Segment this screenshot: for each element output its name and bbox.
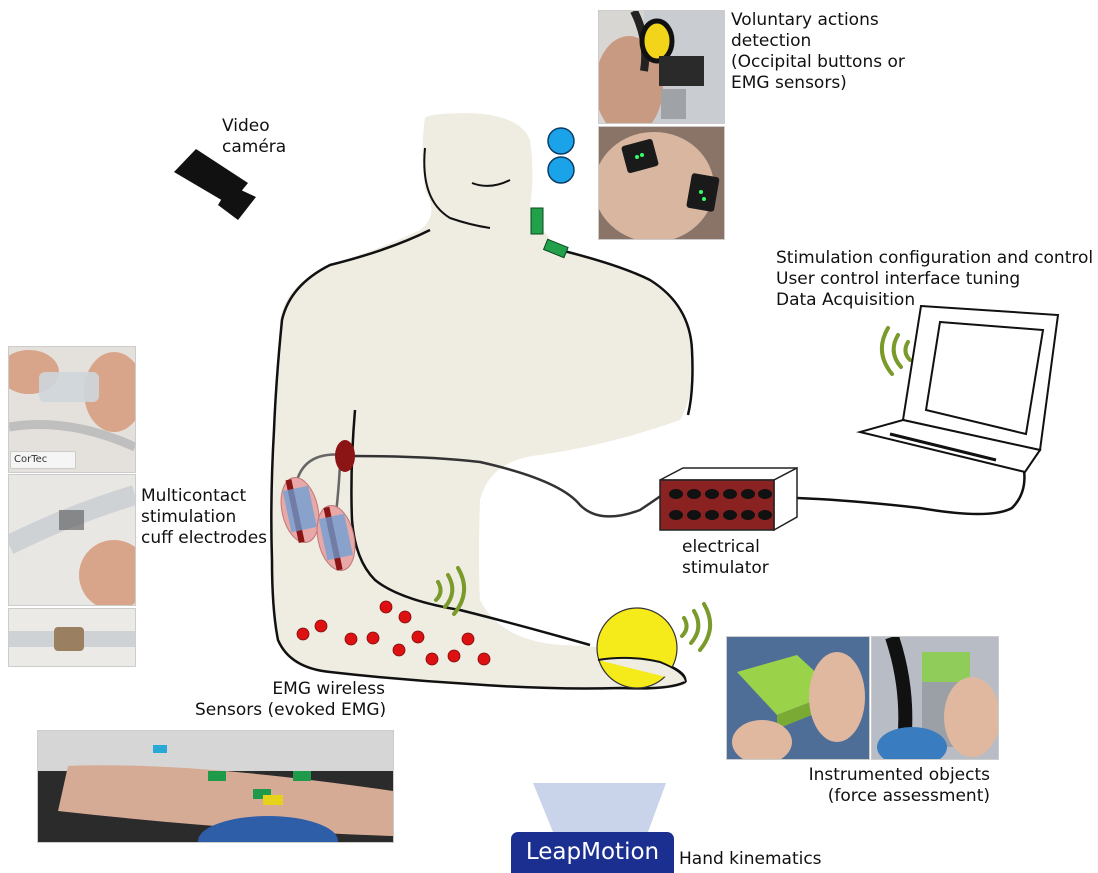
leapmotion-device: LeapMotion <box>511 832 674 873</box>
photo-cuff-electrode-bottom <box>8 608 136 667</box>
laptop-icon <box>860 306 1058 472</box>
photo-instrumented-box <box>726 636 870 760</box>
stimulator-icon <box>660 468 797 530</box>
photo-cuff-electrode-mid <box>8 474 136 606</box>
laptop-cable <box>797 460 1024 514</box>
label-instrumented-objects: Instrumented objects (force assessment) <box>800 765 990 807</box>
label-hand-kinematics: Hand kinematics <box>679 849 822 870</box>
video-camera-icon <box>174 149 256 220</box>
nerve-cuff <box>335 440 355 472</box>
label-video-camera: Video caméra <box>222 116 286 158</box>
label-electrical-stimulator: electrical stimulator <box>682 537 769 579</box>
label-multicontact: Multicontact stimulation cuff electrodes <box>141 486 267 549</box>
label-stimulation-config: Stimulation configuration and control Us… <box>776 248 1093 311</box>
wireless-signal-icon <box>882 328 910 374</box>
photo-forearm-emg <box>37 730 394 843</box>
photo-occipital-headset <box>598 10 725 124</box>
photo-instrumented-cylinder <box>871 636 999 760</box>
wireless-signal-icon <box>682 604 710 650</box>
cortec-logo: CorTec <box>10 451 76 469</box>
leapmotion-beam <box>533 783 666 832</box>
occipital-button-top <box>548 128 574 154</box>
occipital-button-bottom <box>548 157 574 183</box>
label-voluntary-actions: Voluntary actions detection (Occipital b… <box>731 10 905 94</box>
photo-neck-emg-sensors <box>598 126 725 240</box>
neck-emg-sensor <box>531 208 543 234</box>
label-emg-wireless: EMG wireless Sensors (evoked EMG) <box>195 679 385 721</box>
